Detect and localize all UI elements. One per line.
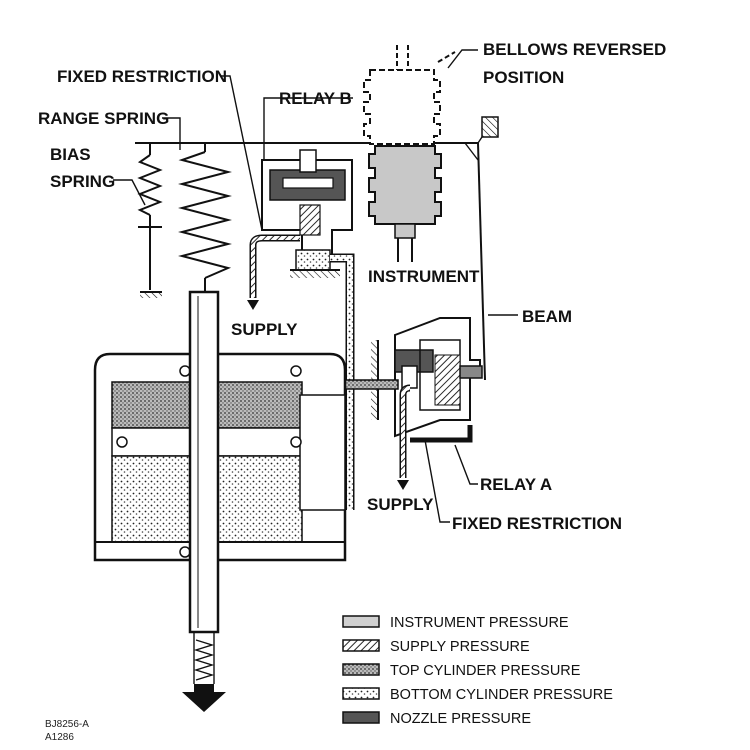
relay-b-supply-line (247, 234, 300, 310)
supply-top-label: SUPPLY (231, 320, 298, 339)
relay-b-label: RELAY B (279, 89, 352, 108)
instrument-label: INSTRUMENT (368, 267, 480, 286)
relay-a-label: RELAY A (480, 475, 552, 494)
legend-item-instrument: INSTRUMENT PRESSURE (342, 615, 569, 631)
bellows-reversed-label: BELLOWS REVERSED (483, 40, 666, 59)
beam-label: BEAM (522, 307, 572, 326)
stem-direction-arrow (182, 684, 226, 712)
legend-label: INSTRUMENT PRESSURE (390, 615, 569, 631)
relay-a (371, 317, 483, 438)
beam-pivot (477, 116, 499, 144)
figure-code-line2: A1286 (45, 732, 74, 743)
beam-vertical (464, 142, 486, 381)
legend-label: SUPPLY PRESSURE (390, 639, 530, 655)
legend-label: NOZZLE PRESSURE (390, 711, 531, 727)
legend-label: TOP CYLINDER PRESSURE (390, 663, 581, 679)
range-spring-label: RANGE SPRING (38, 109, 169, 128)
bias-spring (137, 143, 163, 298)
fixed-restriction-top-label: FIXED RESTRICTION (57, 67, 227, 86)
relay-b-output-tube (330, 253, 355, 510)
legend: INSTRUMENT PRESSURE SUPPLY PRESSURE TOP … (342, 615, 613, 727)
relay-a-supply-line (397, 384, 473, 490)
position-label: POSITION (483, 68, 564, 87)
actuator-cylinder (93, 352, 347, 562)
relay-b (261, 149, 353, 278)
legend-item-top-cylinder: TOP CYLINDER PRESSURE (342, 663, 581, 679)
piston-rod (188, 290, 220, 684)
legend-item-bottom-cylinder: BOTTOM CYLINDER PRESSURE (342, 687, 613, 703)
spring-label: SPRING (50, 172, 115, 191)
bias-label: BIAS (50, 145, 91, 164)
legend-label: BOTTOM CYLINDER PRESSURE (390, 687, 613, 703)
supply-bottom-label: SUPPLY (367, 495, 434, 514)
leader-lines (113, 49, 518, 523)
bellows-reversed-position (363, 45, 456, 145)
legend-item-supply: SUPPLY PRESSURE (342, 639, 530, 655)
figure-code-line1: BJ8256-A (45, 719, 89, 730)
legend-item-nozzle: NOZZLE PRESSURE (342, 711, 531, 727)
instrument-bellows (368, 145, 442, 262)
range-spring (178, 143, 232, 292)
fixed-restriction-bottom-label: FIXED RESTRICTION (452, 514, 622, 533)
